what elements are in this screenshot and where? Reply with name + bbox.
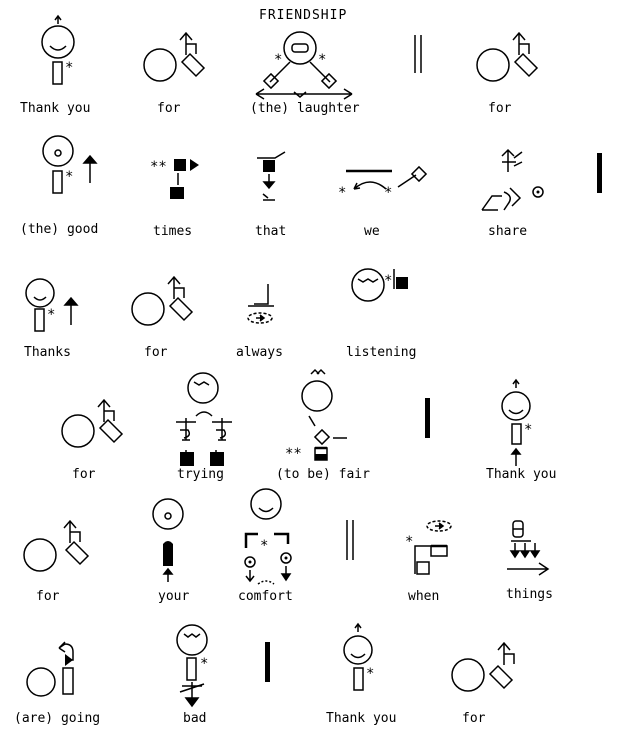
symbol-always — [246, 282, 286, 327]
svg-text:*: * — [65, 60, 73, 76]
svg-text:*: * — [274, 52, 282, 68]
word-comfort: comfort — [238, 589, 293, 604]
separator-bar-3 — [265, 642, 270, 682]
things-symbol — [507, 520, 550, 576]
symbol-when: * — [405, 514, 460, 579]
word-thank-you-1: Thank you — [20, 101, 91, 116]
symbol-share — [480, 148, 550, 218]
separator-bar-1 — [597, 153, 602, 193]
svg-text:*: * — [260, 538, 268, 554]
going-symbol — [26, 641, 74, 697]
symbol-for-1 — [142, 28, 212, 88]
word-for-1: for — [157, 101, 181, 116]
for-symbol — [143, 31, 206, 82]
thank-you-symbol: * — [41, 14, 75, 85]
svg-text:*: * — [366, 666, 374, 682]
that-symbol — [257, 151, 286, 201]
word-to-be-fair: (to be) fair — [276, 467, 370, 482]
symbol-for-2 — [475, 28, 545, 88]
word-your: your — [158, 589, 190, 604]
word-for-2: for — [488, 101, 512, 116]
svg-text:*: * — [524, 422, 532, 438]
word-listening: listening — [346, 345, 417, 360]
word-times: times — [153, 224, 193, 239]
svg-text:*: * — [384, 185, 392, 201]
word-for-5: for — [36, 589, 60, 604]
word-thank-you-3: Thank you — [326, 711, 397, 726]
we-symbol: * * — [338, 165, 428, 201]
word-for-3: for — [144, 345, 168, 360]
good-symbol: * — [42, 135, 98, 194]
trying-symbol — [176, 372, 232, 466]
symbol-comfort: * — [238, 488, 303, 588]
word-thank-you-2: Thank you — [486, 467, 557, 482]
svg-text:*: * — [405, 534, 413, 550]
for-symbol — [131, 275, 194, 326]
word-things: things — [506, 587, 553, 602]
symbol-to-be-fair: ** — [285, 368, 355, 468]
laughter-symbol: * * — [255, 31, 353, 100]
symbol-for-6 — [450, 638, 520, 698]
fair-symbol: ** — [285, 368, 347, 462]
bad-symbol: * — [176, 624, 208, 708]
times-symbol: ** — [150, 159, 199, 199]
word-laughter: (the) laughter — [250, 101, 360, 116]
listening-symbol: * — [351, 268, 408, 302]
symbol-thank-you-2: * — [480, 378, 550, 468]
symbol-things — [505, 515, 555, 580]
for-symbol — [476, 31, 539, 82]
symbol-the-good: * — [38, 135, 108, 205]
word-always: always — [236, 345, 283, 360]
symbol-your — [150, 498, 190, 583]
svg-text:*: * — [318, 52, 326, 68]
svg-text:*: * — [338, 185, 346, 201]
word-for-4: for — [72, 467, 96, 482]
for-symbol — [451, 641, 515, 692]
symbol-we: * * — [338, 165, 438, 205]
symbol-that — [255, 151, 295, 207]
symbol-thanks: * — [25, 275, 95, 335]
symbol-laughter: * * — [252, 30, 362, 100]
word-share: share — [488, 224, 528, 239]
thanks-symbol: * — [25, 278, 79, 332]
symbol-times: ** — [150, 155, 210, 205]
thank-you-symbol: * — [501, 378, 532, 466]
symbol-for-4 — [60, 398, 130, 458]
symbol-thank-you-3: * — [335, 622, 395, 692]
always-symbol — [247, 284, 274, 324]
separator-bar-2 — [425, 398, 430, 438]
svg-text:*: * — [47, 307, 55, 323]
page-title: FRIENDSHIP — [259, 8, 348, 23]
word-trying: trying — [177, 467, 224, 482]
svg-text:*: * — [200, 656, 208, 672]
for-symbol — [61, 398, 124, 448]
svg-text:**: ** — [150, 159, 167, 175]
svg-text:**: ** — [285, 446, 302, 462]
symbol-for-5 — [22, 518, 92, 578]
symbol-listening: * — [350, 265, 420, 310]
word-when: when — [408, 589, 440, 604]
word-for-6: for — [462, 711, 486, 726]
symbol-for-3 — [130, 272, 200, 332]
word-that: that — [255, 224, 287, 239]
comfort-symbol: * — [244, 488, 292, 585]
thank-you-symbol: * — [343, 622, 374, 691]
word-bad: bad — [183, 711, 207, 726]
symbol-thank-you: * — [20, 10, 110, 90]
symbol-trying — [170, 372, 240, 472]
svg-text:*: * — [384, 273, 392, 289]
word-thanks: Thanks — [24, 345, 71, 360]
your-symbol — [152, 498, 184, 582]
separator-double-2 — [345, 520, 355, 560]
share-symbol — [481, 148, 544, 211]
separator-double-1 — [413, 35, 423, 73]
for-symbol — [23, 519, 90, 572]
when-symbol: * — [405, 520, 452, 575]
word-we: we — [364, 224, 380, 239]
svg-text:*: * — [65, 169, 73, 185]
word-are-going: (are) going — [14, 711, 101, 726]
symbol-are-going — [25, 640, 85, 700]
symbol-bad: * — [170, 620, 230, 710]
word-the-good: (the) good — [20, 222, 99, 237]
